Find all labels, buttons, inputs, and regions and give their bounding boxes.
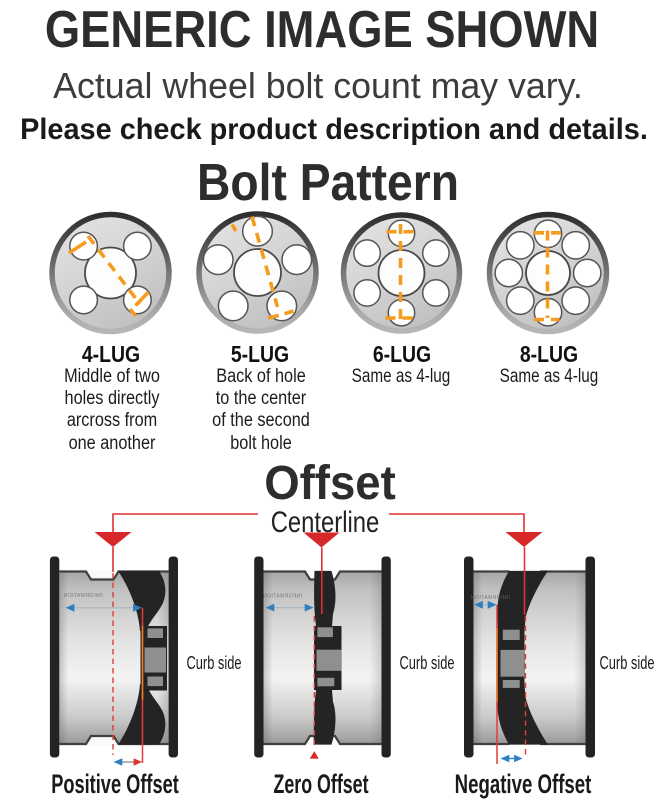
svg-text:INFORMATION: INFORMATION — [471, 595, 510, 601]
svg-text:INFORMATION: INFORMATION — [263, 594, 302, 600]
svg-text:INFORMATION: INFORMATION — [63, 593, 102, 599]
